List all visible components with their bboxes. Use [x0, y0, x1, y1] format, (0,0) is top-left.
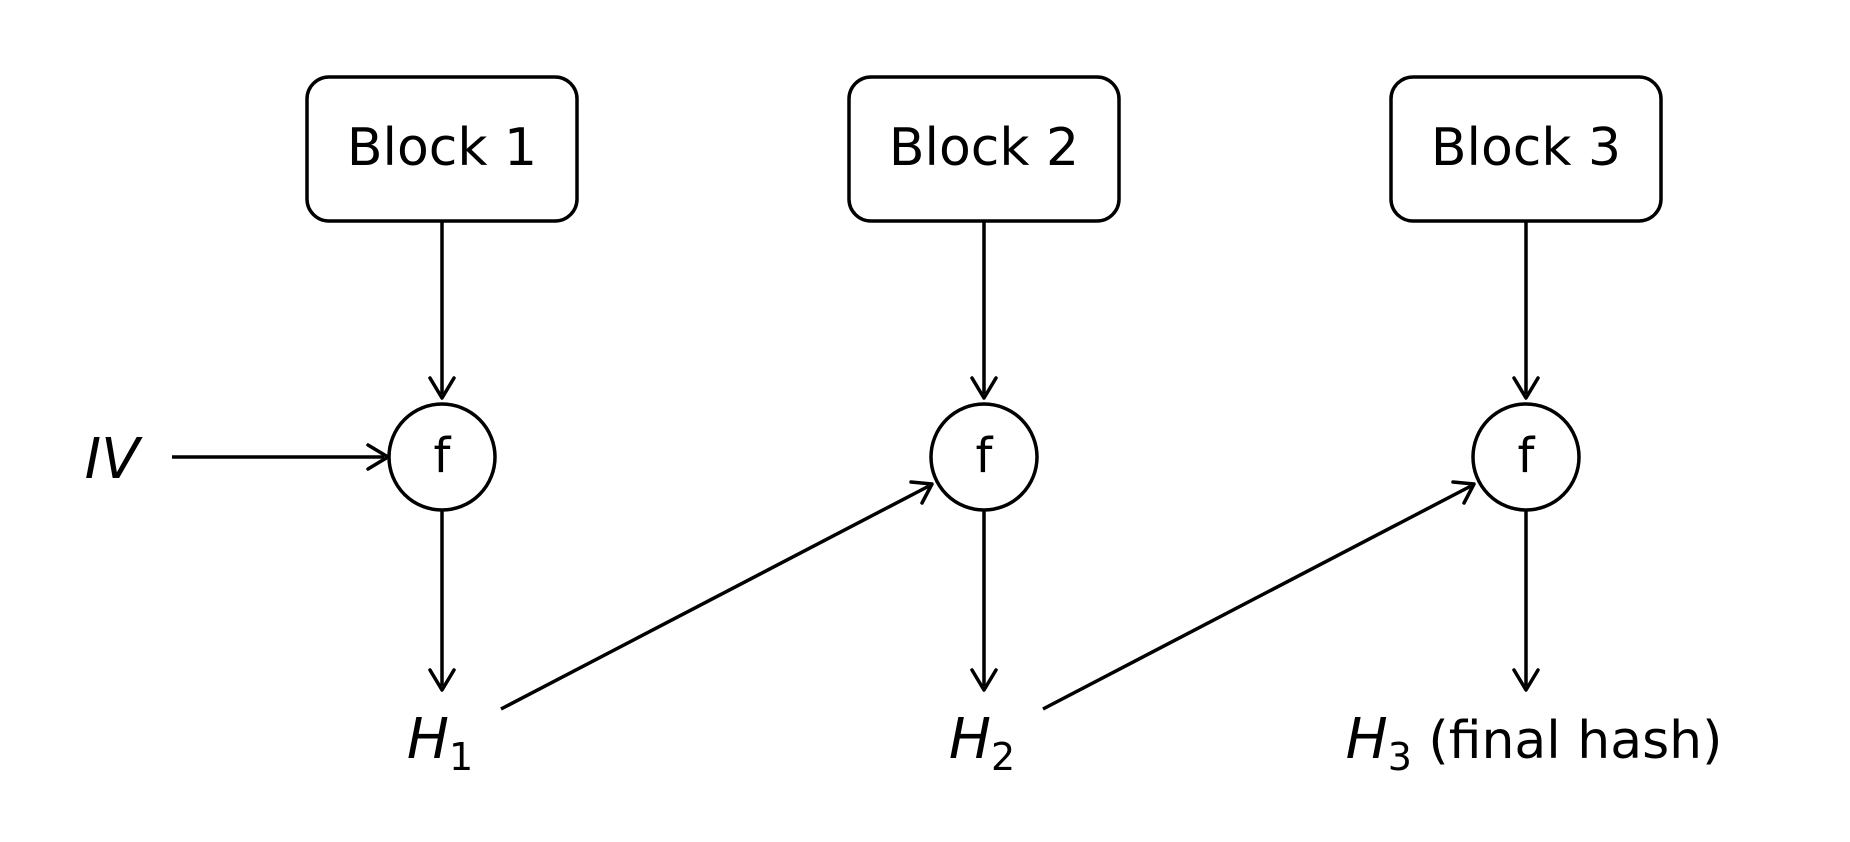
output-h3-base: H: [1346, 707, 1388, 772]
compression-node-1-label: f: [434, 428, 452, 484]
arrow-f-2-to-h2: [970, 510, 998, 692]
arrow-h1-to-f-2: [500, 480, 934, 711]
output-h3-suffix: (final hash): [1412, 711, 1723, 771]
arrow-block-1-to-f-1: [428, 221, 456, 400]
compression-node-2-label: f: [976, 428, 994, 484]
compression-node-2: f: [929, 402, 1039, 512]
output-h2-subscript: 2: [991, 735, 1015, 779]
output-h2-label: H2: [949, 707, 1015, 779]
output-h1-label: H1: [407, 707, 473, 779]
block-3: Block 3: [1389, 75, 1663, 223]
output-h3-subscript: 3: [1388, 735, 1412, 779]
compression-node-3: f: [1471, 402, 1581, 512]
block-1: Block 1: [305, 75, 579, 223]
arrow-f-1-to-h1: [428, 510, 456, 692]
compression-node-3-label: f: [1518, 428, 1536, 484]
output-h2-base: H: [949, 707, 991, 772]
arrow-h2-to-f-3: [1042, 480, 1476, 711]
arrow-block-2-to-f-2: [970, 221, 998, 400]
output-h1-base: H: [407, 707, 449, 772]
output-h3-label: H3 (final hash): [1346, 707, 1723, 779]
output-h1-subscript: 1: [449, 735, 473, 779]
arrow-f-3-to-h3: [1512, 510, 1540, 692]
arrow-block-3-to-f-3: [1512, 221, 1540, 400]
block-2: Block 2: [847, 75, 1121, 223]
arrow-iv-to-f-1: [172, 443, 390, 471]
block-2-label: Block 2: [889, 118, 1079, 178]
compression-node-1: f: [387, 402, 497, 512]
block-1-label: Block 1: [347, 118, 537, 178]
block-3-label: Block 3: [1431, 118, 1621, 178]
initial-vector-label: IV: [85, 427, 144, 492]
